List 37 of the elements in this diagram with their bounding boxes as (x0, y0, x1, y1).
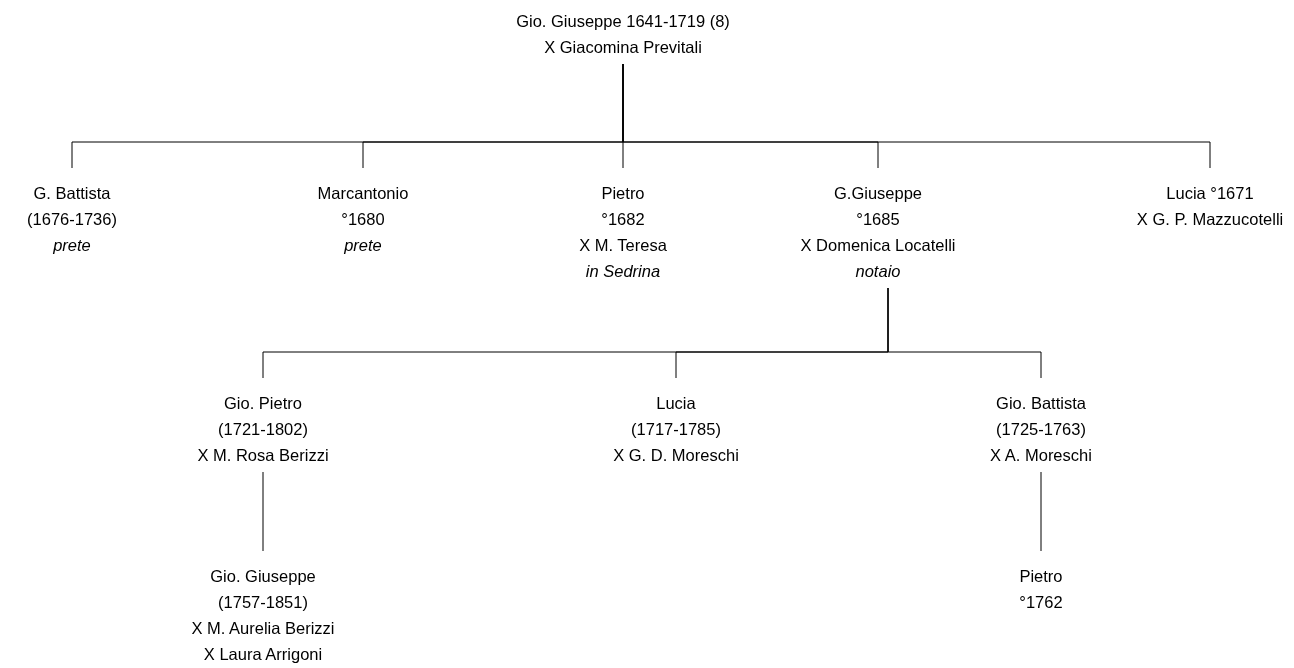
person-detail: X Giacomina Previtali (543, 37, 703, 58)
person-detail: (1717-1785) (630, 419, 722, 440)
person-detail: (1725-1763) (995, 419, 1087, 440)
person-name: Pietro (600, 183, 646, 204)
person-detail: X A. Moreschi (990, 445, 1092, 466)
person-detail: prete (52, 235, 92, 256)
person-detail: °1685 (855, 209, 901, 230)
person-name: Marcantonio (317, 183, 409, 204)
connector-line (1040, 471, 1042, 552)
person-detail: (1721-1802) (217, 419, 309, 440)
person-name: Lucia (655, 393, 697, 414)
connector-line (622, 63, 1211, 169)
person-detail: X Laura Arrigoni (202, 644, 324, 665)
person-detail: °1682 (600, 209, 646, 230)
person-name: Pietro (1019, 566, 1063, 587)
person-detail: in Sedrina (584, 261, 662, 282)
connector-line (887, 287, 1042, 379)
person-name: Gio. Giuseppe (209, 566, 317, 587)
person-detail: notaio (854, 261, 902, 282)
person-detail: (1757-1851) (217, 592, 309, 613)
person-detail: °1762 (1019, 592, 1063, 613)
person-name: G. Battista (32, 183, 112, 204)
person-detail: X M. Aurelia Berizzi (191, 618, 335, 639)
person-detail: X G. D. Moreschi (613, 445, 739, 466)
person-detail: X G. P. Mazzucotelli (1136, 209, 1284, 230)
person-detail: X Domenica Locatelli (800, 235, 956, 256)
person-detail: X M. Teresa (579, 235, 667, 256)
person-name: G.Giuseppe (832, 183, 924, 204)
connector-line (262, 471, 264, 552)
person-detail: °1680 (340, 209, 386, 230)
person-detail: prete (343, 235, 383, 256)
person-detail: X M. Rosa Berizzi (197, 445, 329, 466)
person-name: Gio. Giuseppe 1641-1719 (8) (516, 11, 730, 32)
person-name: Gio. Battista (995, 393, 1087, 414)
person-name: Lucia °1671 (1165, 183, 1255, 204)
person-detail: (1676-1736) (27, 209, 117, 230)
person-name: Gio. Pietro (223, 393, 303, 414)
